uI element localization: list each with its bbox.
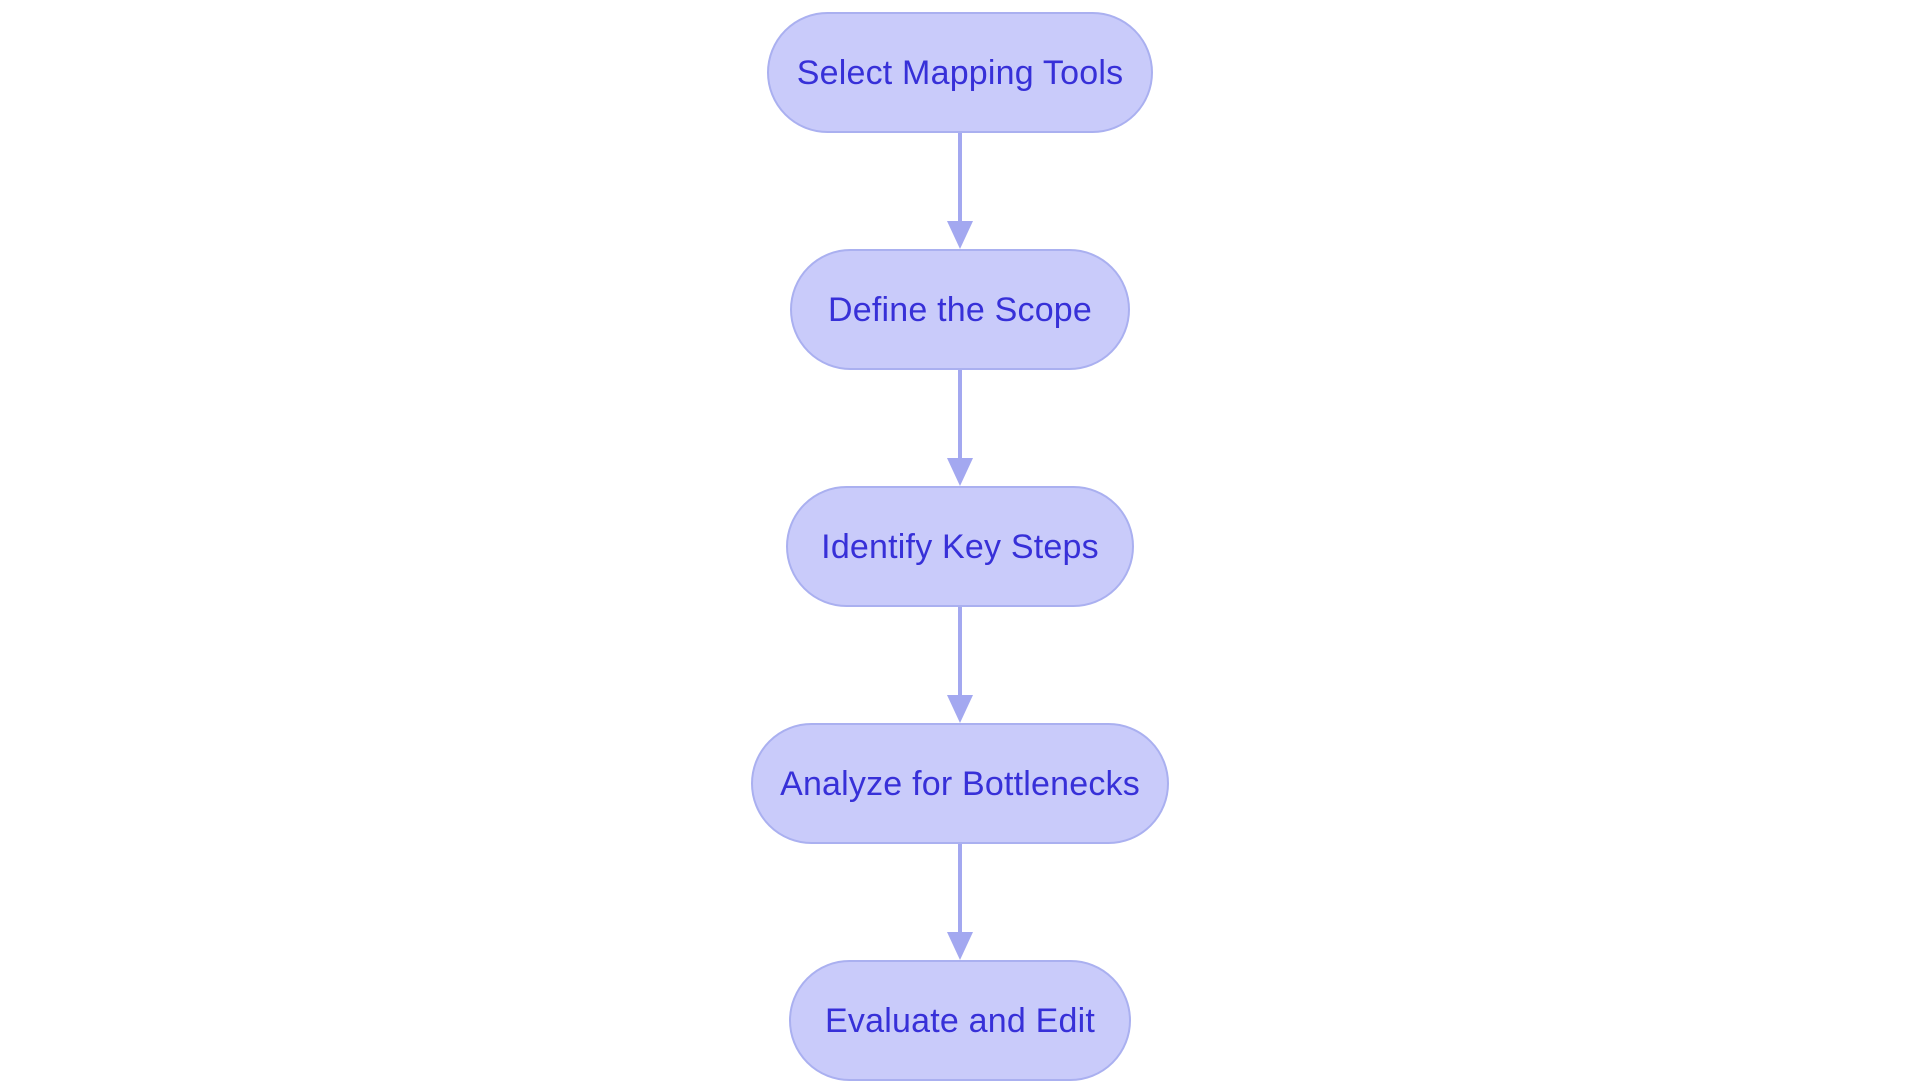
flow-node-label: Evaluate and Edit	[825, 1001, 1095, 1040]
arrowhead-icon	[947, 458, 973, 486]
flow-node-select-mapping-tools[interactable]: Select Mapping Tools	[767, 12, 1153, 133]
flow-arrow-n4-to-n5	[947, 844, 973, 960]
flow-node-label: Identify Key Steps	[821, 527, 1099, 566]
flow-node-label: Analyze for Bottlenecks	[780, 764, 1140, 803]
arrowhead-icon	[947, 221, 973, 249]
arrowhead-icon	[947, 695, 973, 723]
flow-node-identify-key-steps[interactable]: Identify Key Steps	[786, 486, 1134, 607]
flow-node-evaluate-and-edit[interactable]: Evaluate and Edit	[789, 960, 1131, 1081]
flow-arrow-n1-to-n2	[947, 133, 973, 249]
flow-node-analyze-for-bottlenecks[interactable]: Analyze for Bottlenecks	[751, 723, 1169, 844]
arrowhead-icon	[947, 932, 973, 960]
flow-node-label: Select Mapping Tools	[796, 53, 1124, 92]
flow-arrow-n3-to-n4	[947, 607, 973, 723]
flow-node-define-the-scope[interactable]: Define the Scope	[790, 249, 1130, 370]
flow-node-label: Define the Scope	[827, 290, 1093, 329]
flow-arrow-n2-to-n3	[947, 370, 973, 486]
